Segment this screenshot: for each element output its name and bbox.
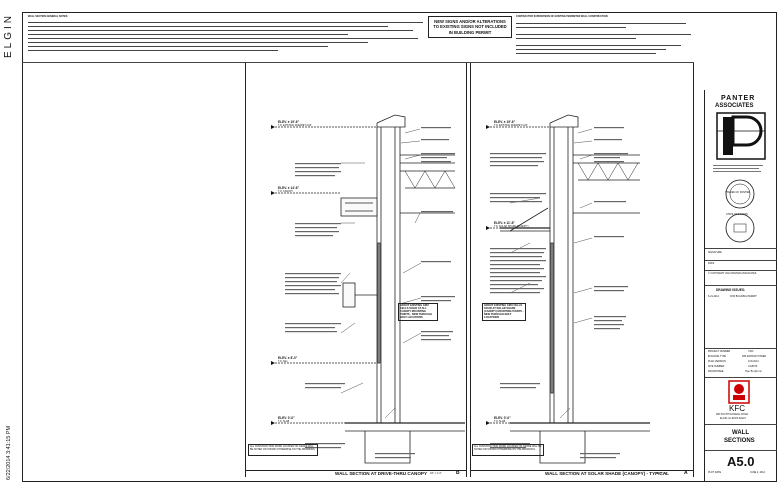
left-elev-low-sub: T.O. SILL (278, 360, 288, 363)
left-detail-frame (245, 63, 467, 477)
right-grout-note: GROUT EXISTING CMU CELLS SOLID AT SOLAR … (484, 304, 524, 319)
left-elev-mid: ELEV. ± 14'-6" (278, 186, 300, 190)
firm-logo-mark (716, 112, 766, 160)
right-elev-mid-sub: T.O. SOLAR SHADE (CANOPY) (494, 225, 529, 228)
sheet-title-line2: SECTIONS (724, 438, 755, 444)
firm-logo: PANTER ASSOCIATES (709, 93, 773, 177)
address-line1: 280 SOUTH RANDALL ROAD (716, 413, 749, 416)
left-section-title: WALL SECTION AT DRIVE-THRU CANOPY (335, 471, 428, 476)
franchisee-label: FRANCHISEE (708, 370, 724, 373)
general-notes: WALL SECTION GENERAL NOTES: (26, 14, 426, 54)
contractor-notes: CONTRACTOR SUPERVISION OF EXISTING PERIM… (514, 14, 694, 64)
left-elev-mid-sub: T.O. CANOPY (278, 190, 294, 193)
architect-stamp-icon (725, 179, 755, 209)
plot-stamp-vertical: 6/22/2014 3:41:15 PM (6, 425, 12, 480)
project-number: 7203 (748, 350, 754, 353)
right-footnote: ALL CONSTRUCTION WORK LOCATED ON GRADE W… (474, 445, 542, 451)
right-elev-floor: ELEV. 0'-0" (494, 416, 511, 420)
firm-name-line1: PANTER (721, 95, 756, 102)
right-detail-frame (470, 63, 694, 477)
project-name-vertical: ELGIN (3, 12, 14, 58)
building-type-label: BUILDING TYPE (708, 355, 727, 358)
issue-description: FOR BUILDING PERMIT (730, 295, 757, 298)
right-elev-floor-sub: T.O. SLAB (494, 420, 506, 423)
site-number-label: SITE NUMBER (708, 365, 725, 368)
left-wall-section-drawing (271, 114, 465, 464)
issue-date: 6-21-2014 (708, 295, 719, 298)
title-block (704, 90, 777, 482)
site-number: J415079 (748, 365, 758, 368)
new-signs-callout: NEW SIGNS AND/OR ALTERATIONS TO EXISTING… (428, 16, 512, 38)
copyright-text: © COPYRIGHT 2014 PANTER ASSOCIATES (708, 272, 757, 275)
kfc-logo-icon (728, 380, 750, 404)
right-elev-top-sub: T.O. EXISTING PARAPET CAP (494, 124, 528, 127)
left-elev-top: ELEV. ± 19'-6" (278, 120, 300, 124)
building-type: K80 EXPAND TOWER (742, 355, 767, 358)
general-notes-title: WALL SECTION GENERAL NOTES: (28, 15, 69, 18)
left-section-number: B (456, 470, 460, 476)
plan-version: JUN 2014 (748, 360, 759, 363)
left-elev-top-sub: T.O. EXISTING PARAPET CAP (278, 124, 312, 127)
left-footnote-box: ALL CONSTRUCTION WORK LOCATED ON GRADE W… (248, 444, 318, 456)
address-line2: ELGIN, ILLINOIS 60123 (720, 417, 746, 420)
stamp-name: STEVEN W. PANTER (725, 191, 751, 194)
sheet-number: A5.0 (727, 454, 755, 469)
franchisee: Hyer Bi spin Inc. (745, 370, 763, 373)
sheet-title-line1: WALL (732, 430, 749, 436)
contractor-notes-title: CONTRACTOR SUPERVISION OF EXISTING PERIM… (516, 15, 608, 18)
project-number-label: PROJECT NUMBER (708, 350, 731, 353)
signature-label: SIGNATURE (708, 251, 722, 254)
plan-version-label: PLAN VERSION (708, 360, 726, 363)
date-label: DATE (708, 262, 715, 265)
new-signs-text: NEW SIGNS AND/OR ALTERATIONS TO EXISTING… (433, 19, 507, 35)
left-elev-floor-sub: T.O. SLAB (278, 420, 290, 423)
right-elev-top: ELEV. ± 19'-6" (494, 120, 516, 124)
brand-name: KFC (729, 404, 745, 413)
drawing-issues-label: DRAWING ISSUES: (716, 288, 746, 292)
right-wall-section-drawing (486, 114, 650, 464)
left-elev-low: ELEV. ± 8'-0" (278, 356, 298, 360)
left-section-scale: 3/4" = 1'-0" (430, 472, 442, 475)
right-section-title: WALL SECTION AT SOLAR SHADE (CANOPY) - T… (545, 471, 669, 476)
state-seal-icon (725, 213, 755, 243)
plot-date-label: PLOT DATE (708, 471, 722, 474)
left-elev-floor: ELEV. 0'-0" (278, 416, 295, 420)
right-section-number: A (684, 470, 688, 476)
sheet-border (22, 12, 777, 482)
left-footnote: ALL CONSTRUCTION WORK LOCATED ON GRADE W… (250, 445, 315, 451)
right-footnote-box: ALL CONSTRUCTION WORK LOCATED ON GRADE W… (472, 444, 544, 456)
state-seal-text: STATE OF ILLINOIS (726, 213, 748, 216)
left-grout-note: GROUT EXISTING CMU CELLS SOLID AT ALL CA… (400, 304, 432, 319)
left-grout-note-box: GROUT EXISTING CMU CELLS SOLID AT ALL CA… (398, 303, 438, 321)
left-title-bar (245, 470, 467, 479)
firm-name-line2: ASSOCIATES (715, 103, 754, 109)
right-grout-note-box: GROUT EXISTING CMU CELLS SOLID AT SOLAR … (482, 303, 526, 321)
right-elev-mid: ELEV. ± 11'-8" (494, 221, 515, 225)
right-section-scale: 3/4" = 1'-0" (656, 472, 668, 475)
right-title-bar (470, 470, 694, 479)
plot-date: JUNE 2, 2014 (750, 471, 765, 474)
